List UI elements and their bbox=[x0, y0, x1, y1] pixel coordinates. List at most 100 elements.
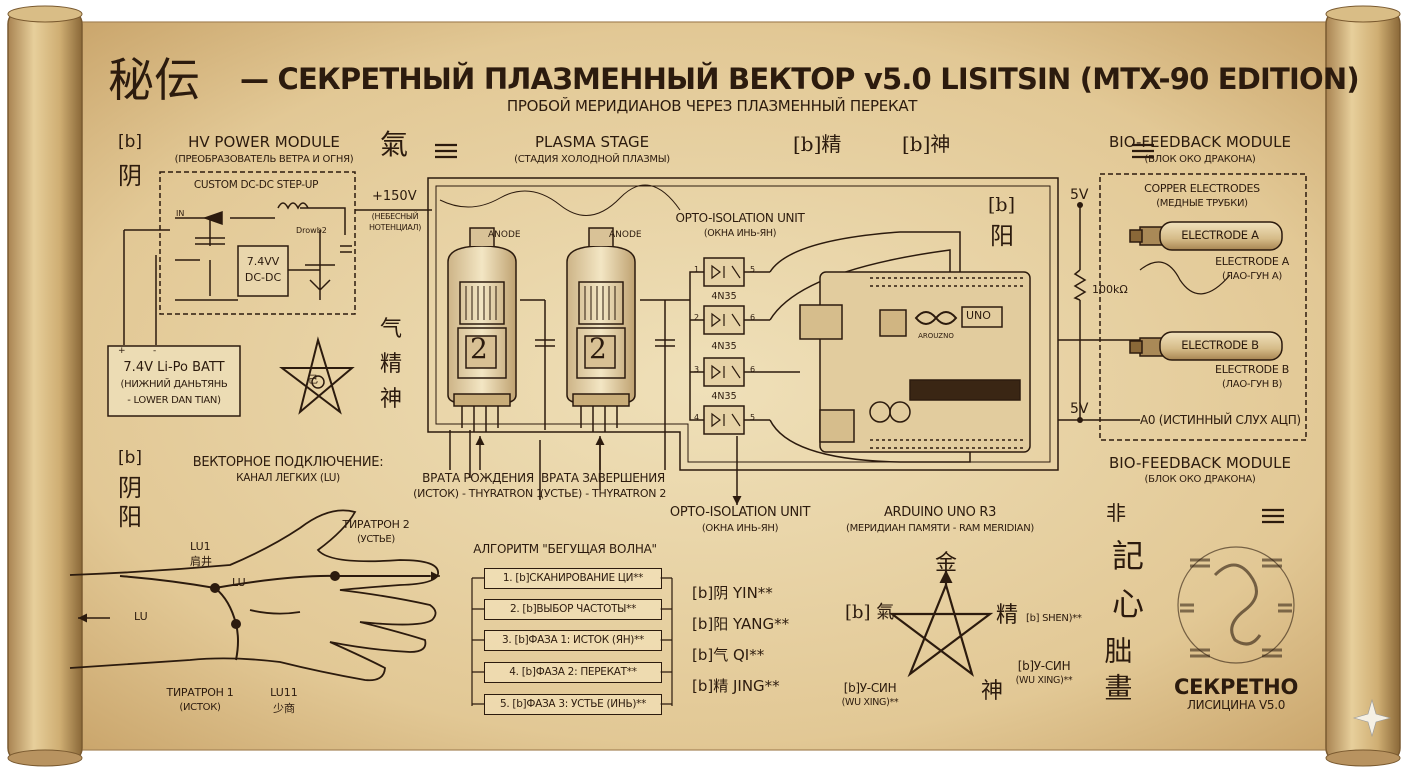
page-subtitle: ПРОБОЙ МЕРИДИАНОВ ЧЕРЕЗ ПЛАЗМЕННЫЙ ПЕРЕК… bbox=[506, 97, 918, 115]
pentagram-doodle bbox=[279, 336, 355, 415]
lu-left-label: LU bbox=[134, 610, 148, 623]
left-scroll-roll bbox=[7, 9, 83, 763]
opto-bottom-subtitle: (ОКНА ИНЬ-ЯН) bbox=[701, 523, 779, 534]
thyratron1-line1: ТИРАТРОН 1 bbox=[166, 686, 234, 699]
electrode-b-tag: ELECTRODE B bbox=[1181, 338, 1259, 352]
right-stack-top: 記 bbox=[1112, 537, 1145, 575]
yin-stack-glyph: 阴 bbox=[118, 474, 142, 502]
algorithm-step-2: 2. [b]ВЫБОР ЧАСТОТЫ** bbox=[484, 599, 662, 620]
seal-line1: СЕКРЕТНО bbox=[1173, 675, 1299, 699]
dc-dc-converter bbox=[237, 245, 289, 297]
opto-pin-l3: 3 bbox=[694, 365, 700, 374]
jing-stack-glyph: 精 bbox=[380, 352, 403, 377]
battery-box bbox=[107, 345, 241, 417]
yang-box-marker: [b] bbox=[988, 194, 1015, 216]
electrode-b-label2: (ЛАО-ГУН В) bbox=[1221, 379, 1283, 390]
gate-1-line1: ВРАТА РОЖДЕНИЯ bbox=[422, 471, 534, 485]
thyratron-2 bbox=[566, 227, 636, 432]
legend-qi: [b]气 QI** bbox=[692, 646, 765, 664]
thyratron-1 bbox=[447, 227, 517, 432]
dragon-bagua-seal bbox=[1177, 546, 1295, 664]
algorithm-step-1: 1. [b]СКАНИРОВАНИЕ ЦИ** bbox=[484, 568, 662, 589]
page-title: — СЕКРЕТНЫЙ ПЛАЗМЕННЫЙ ВЕКТОР v5.0 LISIT… bbox=[240, 62, 1360, 96]
gate-2-line2: (УСТЬЕ) - THYRATRON 2 bbox=[539, 487, 667, 500]
electrode-a-tag: ELECTRODE A bbox=[1181, 228, 1259, 242]
plasma-subtitle: (СТАДИЯ ХОЛОДНОЙ ПЛАЗМЫ) bbox=[514, 154, 670, 165]
opto-chip-label-1: 4N35 bbox=[711, 291, 737, 302]
meridian-subtitle: КАНАЛ ЛЕГКИХ (LU) bbox=[236, 472, 340, 484]
b-mid-marker: [b] bbox=[118, 448, 143, 468]
drowb-label: Drowb2 bbox=[296, 226, 327, 235]
opto-pin-r1: 5 bbox=[750, 265, 756, 274]
in-label: IN bbox=[176, 209, 185, 218]
anode-label-2: ANODE bbox=[609, 230, 642, 240]
opto-pin-l1: 1 bbox=[694, 265, 700, 274]
hv-module-title: HV POWER MODULE bbox=[188, 133, 340, 151]
battery-line3: - LOWER DAN TIAN) bbox=[127, 395, 221, 406]
yang-stack-glyph: 阳 bbox=[118, 503, 142, 531]
bio-subtitle: (БЛОК ОКО ДРАКОНА) bbox=[1144, 154, 1256, 165]
lu1-label: LU1 bbox=[190, 540, 211, 553]
optocouplers bbox=[665, 231, 971, 505]
yin-glyph: 阴 bbox=[118, 162, 142, 190]
battery-minus: - bbox=[153, 346, 157, 356]
thyratron2-line1: ТИРАТРОН 2 bbox=[342, 518, 410, 531]
opto-pin-r2: 6 bbox=[750, 313, 756, 322]
electrode-a-label2: (ЛАО-ГУН А) bbox=[1221, 271, 1283, 282]
qi-top-glyph: 氣 bbox=[380, 128, 409, 161]
plasma-title: PLASMA STAGE bbox=[534, 133, 650, 151]
legend-jing: [b]精 JING** bbox=[692, 677, 780, 695]
v5-bottom-label: 5V bbox=[1070, 401, 1089, 417]
hv-module-subtitle: (ПРЕОБРАЗОВАТЕЛЬ ВЕТРА И ОГНЯ) bbox=[174, 154, 354, 165]
opto-chip-label-2: 4N35 bbox=[711, 341, 737, 352]
electrode-a-label1: ELECTRODE A bbox=[1215, 255, 1289, 268]
algorithm-step-3: 3. [b]ФАЗА 1: ИСТОК (ЯН)** bbox=[484, 630, 662, 651]
sparkle-icon bbox=[1352, 698, 1392, 738]
qi-stack-glyph: 气 bbox=[380, 317, 403, 342]
opto-title: OPTO-ISOLATION UNIT bbox=[675, 211, 805, 225]
lu11-glyph: 少商 bbox=[273, 702, 295, 715]
lu11-label: LU11 bbox=[270, 686, 298, 699]
right-scroll-roll bbox=[1325, 9, 1401, 763]
anode-label-1: ANODE bbox=[488, 230, 521, 240]
algorithm-title: АЛГОРИТМ "БЕГУЩАЯ ВОЛНА" bbox=[473, 542, 657, 556]
plasma-board-outline bbox=[427, 177, 1059, 471]
thyratron2-line2: (УСТЬЕ) bbox=[356, 534, 396, 545]
opto-subtitle: (ОКНА ИНЬ-ЯН) bbox=[703, 228, 777, 239]
v5-top-label: 5V bbox=[1070, 187, 1089, 203]
wuxing-bl-line2: (WU XING)** bbox=[841, 697, 899, 708]
seal-line2: ЛИСИЦИНА V5.0 bbox=[1186, 698, 1286, 712]
wuxing-left: [b] 氣 bbox=[845, 602, 895, 623]
hv-module-box bbox=[159, 171, 356, 315]
stepup-label: CUSTOM DC-DC STEP-UP bbox=[193, 179, 319, 191]
converter-line2: DC-DC bbox=[244, 271, 282, 284]
shen-top-glyph: [b]神 bbox=[902, 132, 951, 156]
algorithm-step-4: 4. [b]ФАЗА 2: ПЕРЕКАТ** bbox=[484, 662, 662, 683]
pentagram-mark: 己 bbox=[308, 375, 318, 386]
bio-module-box bbox=[1099, 173, 1307, 441]
opto-chip-label-3: 4N35 bbox=[711, 391, 737, 402]
wuxing-right: 精 bbox=[996, 603, 1019, 628]
bio-title-2: BIO-FEEDBACK MODULE bbox=[1109, 454, 1291, 472]
battery-plus: + bbox=[118, 346, 126, 356]
opto-pin-l2: 2 bbox=[694, 313, 700, 322]
yang-box-glyph: 阳 bbox=[990, 222, 1014, 250]
arduino-title: ARDUINO UNO R3 bbox=[883, 505, 997, 520]
tube-2-number: 2 bbox=[589, 332, 607, 365]
arduino-board bbox=[799, 271, 1031, 453]
title-glyph: 秘伝 bbox=[108, 53, 200, 107]
arduino-subtitle: (МЕРИДИАН ПАМЯТИ - RAM MERIDIAN) bbox=[846, 523, 1034, 534]
jing-top-glyph: [b]精 bbox=[793, 132, 842, 156]
wuxing-bl-line1: [b]У-СИН bbox=[843, 681, 897, 695]
electrode-b-label1: ELECTRODE B bbox=[1215, 363, 1289, 376]
meridian-title: ВЕКТОРНОЕ ПОДКЛЮЧЕНИЕ: bbox=[192, 455, 384, 470]
electrode-b bbox=[1129, 331, 1283, 361]
tube-1-number: 2 bbox=[470, 332, 488, 365]
voltage-note-1: (НЕБЕСНЫЙ bbox=[371, 212, 419, 221]
shen-stack-glyph: 神 bbox=[380, 387, 403, 412]
voltage-note-2: НОТЕНЦИАЛ) bbox=[368, 223, 422, 232]
opto-pin-l4: 4 bbox=[694, 413, 700, 422]
opto-pin-r3: 6 bbox=[750, 365, 756, 374]
b-yin-marker: [b] bbox=[118, 132, 143, 152]
legend-yang: [b]阳 YANG** bbox=[692, 615, 790, 633]
